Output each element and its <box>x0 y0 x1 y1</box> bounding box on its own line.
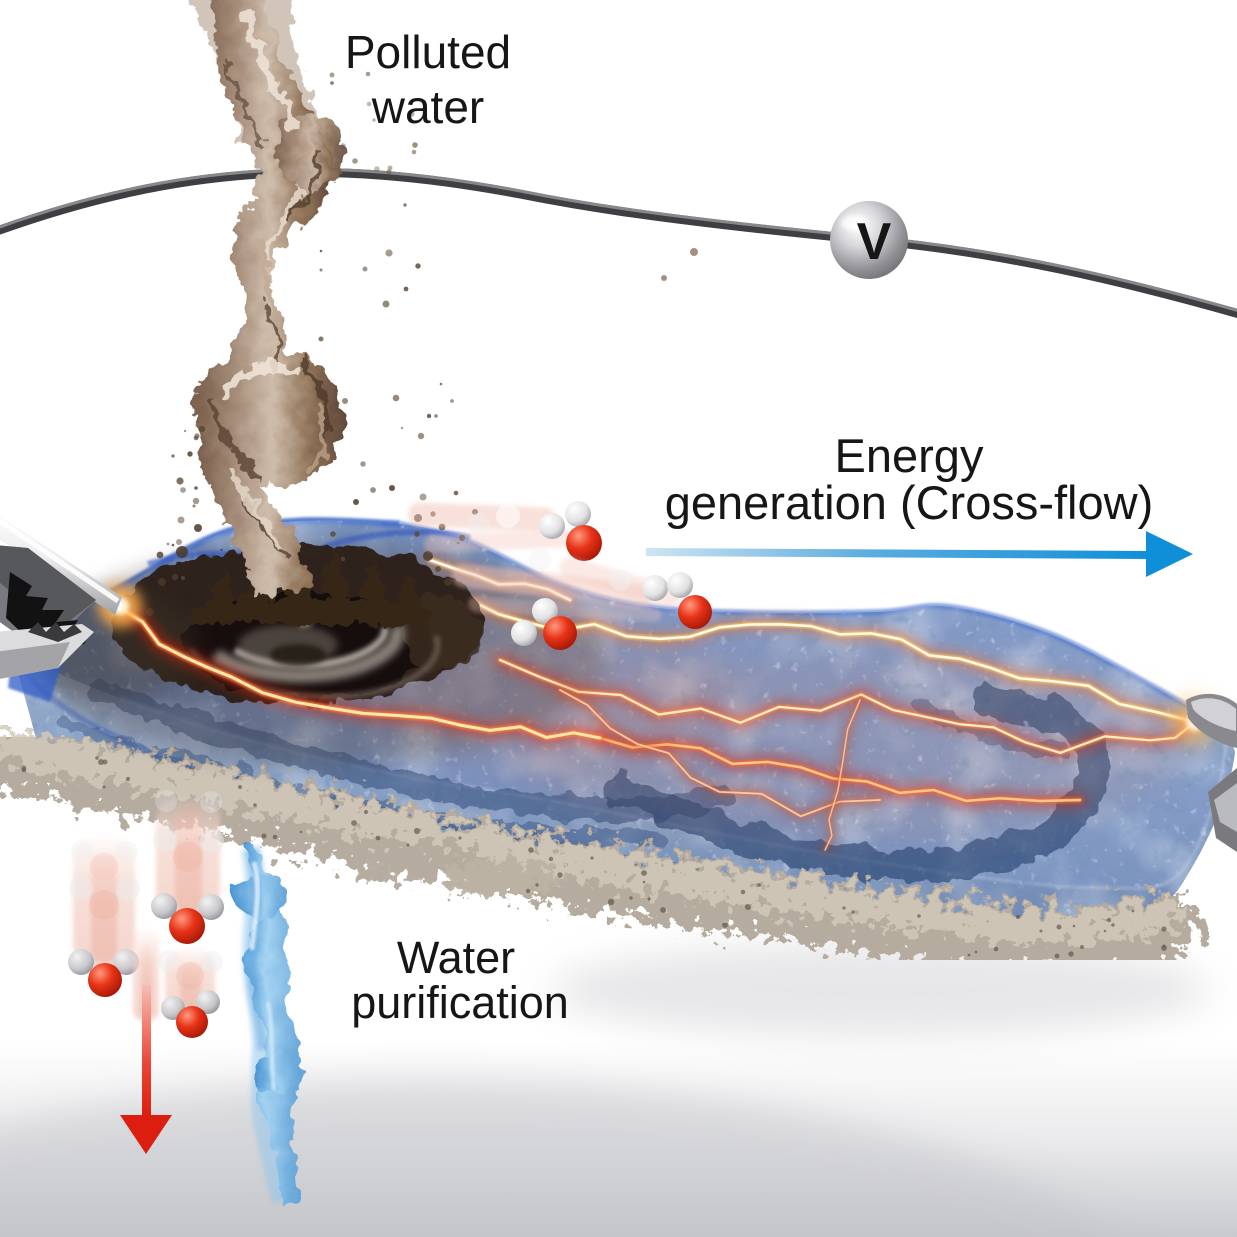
svg-text:Energy: Energy <box>835 429 984 482</box>
svg-text:generation (Cross-flow): generation (Cross-flow) <box>665 476 1153 529</box>
svg-text:Polluted: Polluted <box>345 26 511 78</box>
svg-text:purification: purification <box>351 977 569 1028</box>
svg-text:water: water <box>371 81 484 133</box>
svg-text:Water: Water <box>397 932 515 983</box>
svg-text:V: V <box>857 213 892 271</box>
